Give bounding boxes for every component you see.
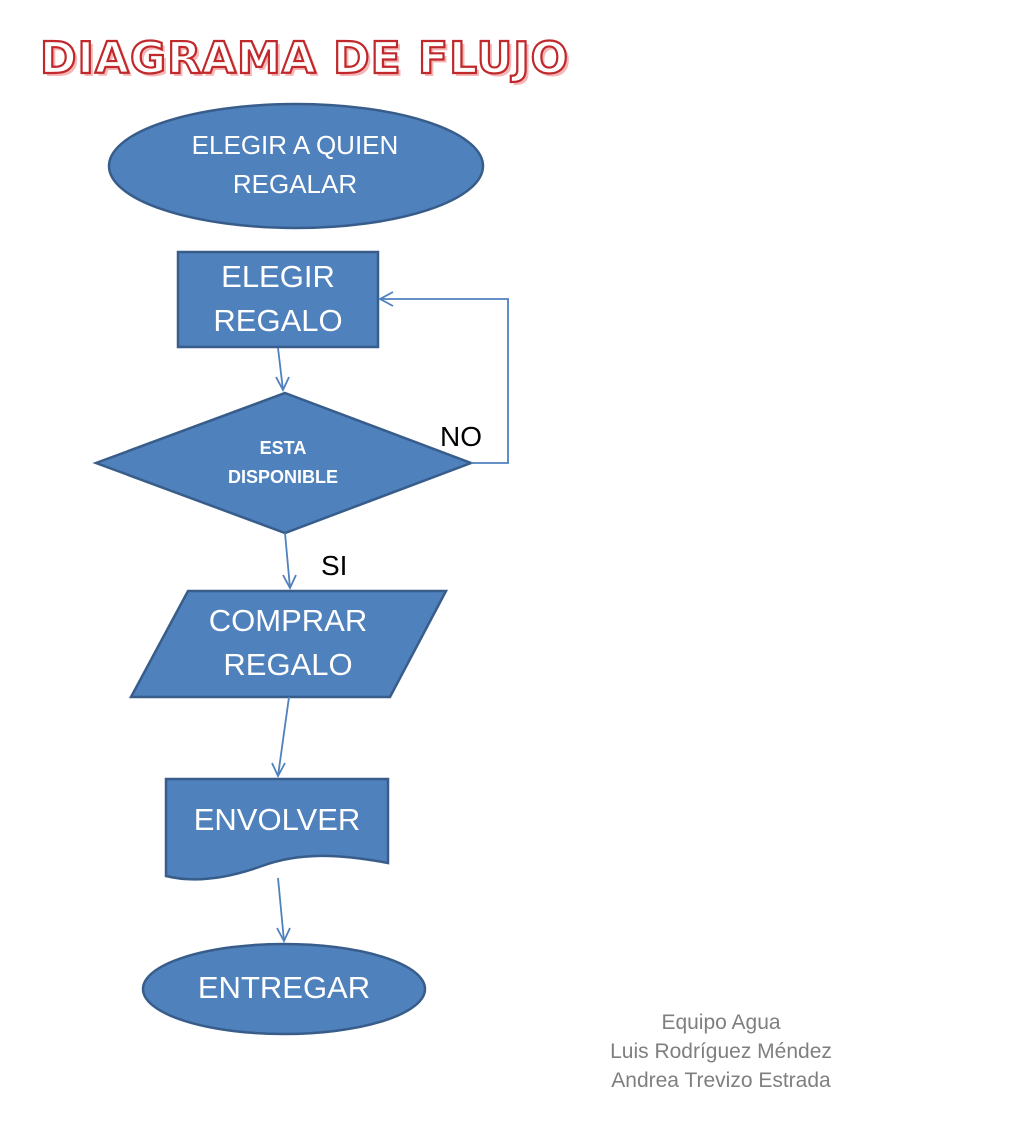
credits-team: Equipo Agua bbox=[661, 1011, 780, 1034]
connector-choose-to-decision bbox=[277, 347, 284, 391]
start-label-line2: REGALAR bbox=[233, 169, 357, 199]
credits-member-1: Luis Rodríguez Méndez bbox=[610, 1040, 832, 1063]
decision-node: ESTA DISPONIBLE bbox=[92, 391, 475, 535]
title-shadow: DIAGRAMA DE FLUJO bbox=[43, 36, 572, 87]
decision-diamond bbox=[92, 391, 475, 535]
deliver-ellipse bbox=[141, 942, 427, 1036]
connector-buy-to-wrap bbox=[277, 696, 290, 777]
deliver-node: ENTREGAR bbox=[141, 942, 427, 1036]
decision-label-line1: ESTA bbox=[260, 438, 307, 458]
deliver-label: ENTREGAR bbox=[198, 970, 370, 1005]
start-node: ELEGIR A QUIEN REGALAR bbox=[107, 102, 485, 230]
branch-label-yes: SI bbox=[321, 550, 347, 581]
wrap-node: ENVOLVER bbox=[164, 777, 390, 881]
arrow-head-deliver bbox=[276, 927, 291, 944]
diagram-title: DIAGRAMA DE FLUJO DIAGRAMA DE FLUJO bbox=[39, 32, 572, 87]
choose-gift-box bbox=[176, 250, 380, 349]
buy-gift-parallelogram bbox=[128, 589, 449, 699]
choose-gift-label-line1: ELEGIR bbox=[221, 259, 335, 294]
title-text: DIAGRAMA DE FLUJO bbox=[40, 33, 569, 84]
connector-wrap-to-deliver bbox=[277, 877, 285, 942]
connector-decision-to-buy bbox=[284, 532, 291, 589]
start-label-line1: ELEGIR A QUIEN bbox=[192, 130, 399, 160]
connector-no-loop bbox=[380, 298, 509, 464]
arrow-head-buy bbox=[282, 574, 297, 591]
arrow-head-decision bbox=[275, 376, 290, 393]
arrow-head-wrap bbox=[271, 762, 286, 779]
buy-gift-label-line1: COMPRAR bbox=[209, 603, 367, 638]
choose-gift-node: ELEGIR REGALO bbox=[176, 250, 380, 349]
buy-gift-label-line2: REGALO bbox=[223, 647, 352, 682]
arrow-head-no-loop bbox=[378, 291, 394, 307]
wrap-document bbox=[164, 777, 390, 881]
buy-gift-node: COMPRAR REGALO bbox=[128, 589, 449, 699]
branch-label-no: NO bbox=[440, 421, 482, 452]
credits-member-2: Andrea Trevizo Estrada bbox=[611, 1069, 831, 1092]
start-ellipse bbox=[107, 102, 485, 230]
decision-label-line2: DISPONIBLE bbox=[228, 467, 338, 487]
choose-gift-label-line2: REGALO bbox=[213, 303, 342, 338]
connectors bbox=[271, 291, 509, 944]
wrap-label: ENVOLVER bbox=[194, 802, 361, 837]
credits-block: Equipo Agua Luis Rodríguez Méndez Andrea… bbox=[610, 1011, 832, 1092]
